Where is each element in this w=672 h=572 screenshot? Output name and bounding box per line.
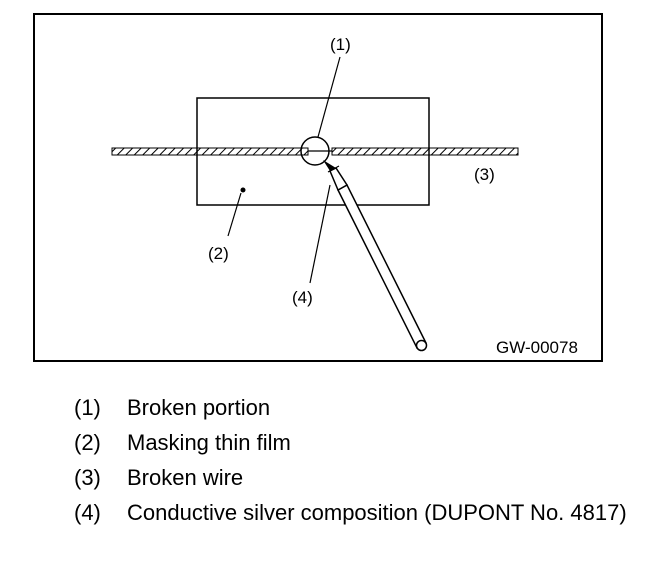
callout-2: (2) bbox=[208, 244, 229, 263]
pen bbox=[323, 160, 428, 352]
legend-text: Masking thin film bbox=[127, 430, 291, 455]
repair-diagram: (1) (2) (3) (4) GW-00078 bbox=[33, 13, 603, 362]
leader-2 bbox=[227, 192, 242, 237]
legend-text: Conductive silver composition (DUPONT No… bbox=[127, 500, 627, 525]
legend-number: (3) bbox=[74, 465, 101, 490]
callout-4: (4) bbox=[292, 288, 313, 307]
legend-number: (1) bbox=[74, 395, 101, 420]
legend-item: (3) Broken wire bbox=[74, 460, 654, 495]
legend-number: (4) bbox=[74, 500, 101, 525]
legend-list: (1) Broken portion (2) Masking thin film… bbox=[74, 390, 654, 530]
broken-portion-circle bbox=[300, 136, 330, 166]
legend-text: Broken portion bbox=[127, 395, 271, 420]
callout-3: (3) bbox=[474, 165, 495, 184]
film-dot bbox=[240, 187, 246, 193]
legend-text: Broken wire bbox=[127, 465, 244, 490]
legend-item: (2) Masking thin film bbox=[74, 425, 654, 460]
legend-number: (2) bbox=[74, 430, 101, 455]
broken-wire bbox=[111, 147, 519, 156]
figure-code: GW-00078 bbox=[496, 338, 578, 357]
callout-1: (1) bbox=[330, 35, 351, 54]
leader-1 bbox=[317, 56, 341, 138]
leader-4 bbox=[309, 184, 331, 284]
diagram-frame bbox=[33, 13, 603, 362]
legend-item: (4) Conductive silver composition (DUPON… bbox=[74, 495, 654, 530]
legend-item: (1) Broken portion bbox=[74, 390, 654, 425]
